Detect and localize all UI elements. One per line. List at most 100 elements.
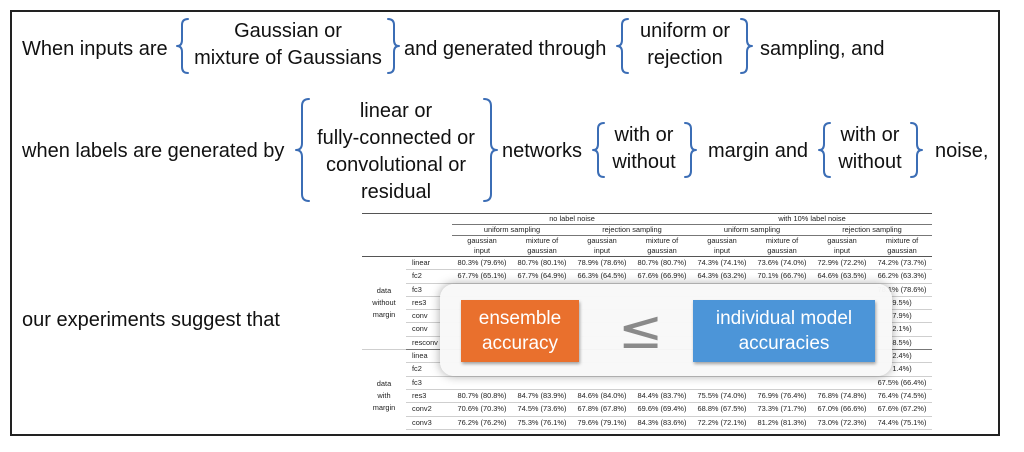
table-cell [572,376,632,390]
table-cell [632,376,692,390]
table-cell: 74.3% (74.1%) [692,256,752,271]
header-input-type-line: gaussian [887,246,917,255]
table-cell: 66.3% (64.5%) [572,269,632,284]
row-model-name: res3 [406,389,452,404]
group-label: data without margin [362,256,406,351]
less-or-equal-symbol: ≤ [618,298,664,361]
row-model-name: fc2 [406,269,452,284]
table-cell: 80.7% (80.7%) [632,256,692,271]
noise-option-with: with or [840,124,900,146]
table-cell: 84.6% (84.0%) [572,389,632,404]
noise-right-brace [910,122,923,178]
group-label-line: margin [372,310,396,320]
table-cell [512,376,572,390]
table-cell: 84.4% (83.7%) [632,389,692,404]
table-cell: 70.1% (66.7%) [752,269,812,284]
margin-options: with or without [604,122,684,176]
table-cell: 79.6% (79.1%) [572,416,632,430]
sampling-right-brace [740,18,753,74]
table-cell: 76.2% (76.2%) [452,416,512,430]
individual-label-line1: individual model [715,308,853,329]
table-cell: 78.9% (78.6%) [572,256,632,271]
line2-networks: networks [502,140,583,162]
table-cell: 67.6% (66.9%) [632,269,692,284]
group-label-line: margin [372,403,396,413]
individual-accuracies-box: individual model accuracies [693,300,875,362]
table-cell: 75.5% (74.0%) [692,389,752,404]
inputs-option-mixture: mixture of Gaussians [194,47,382,69]
table-cell: 75.3% (76.1%) [512,416,572,430]
margin-option-without: without [612,151,676,173]
table-cell: 80.3% (79.6%) [452,256,512,271]
header-no-label-noise: no label noise [452,213,692,225]
inputs-right-brace [387,18,400,74]
table-cell: 73.3% (71.7%) [752,402,812,417]
table-cell: 67.0% (66.6%) [812,402,872,417]
network-option-linear: linear or [359,100,433,122]
line1-mid: and generated through [404,38,607,60]
header-sampling: uniform sampling [452,224,572,236]
table-cell: 85.2% (85.1%) [692,429,752,431]
header-input-type-line: gaussian [767,246,797,255]
table-cell: 80.7% (80.8%) [452,389,512,404]
sampling-option-rejection: rejection [647,47,723,69]
table-cell: 83.5% (84.4%) [752,429,812,431]
table-cell: 84.3% (83.6%) [632,416,692,430]
margin-right-brace [684,122,697,178]
inputs-options: Gaussian or mixture of Gaussians [190,18,386,72]
table-cell: 84.7% (83.9%) [512,389,572,404]
table-cell: 73.0% (72.3%) [812,416,872,430]
table-cell: 74.2% (73.7%) [872,256,932,271]
table-cell: 92.1% (92.3%) [512,429,572,431]
table-cell: 73.6% (74.0%) [752,256,812,271]
header-input-type-line: input [833,246,851,255]
sampling-option-uniform: uniform or [639,20,731,42]
margin-left-brace [592,122,605,178]
table-cell [692,376,752,390]
row-model-name: conv3 [406,416,452,430]
network-option-residual: residual [360,181,432,203]
line2-prefix: when labels are generated by [22,140,285,162]
table-cell: 67.7% (65.1%) [452,269,512,284]
header-input-type-line: mixture of [885,236,919,245]
table-cell: 72.9% (72.2%) [812,256,872,271]
table-cell: 76.9% (76.4%) [752,389,812,404]
header-input-type-line: input [713,246,731,255]
ensemble-label-line2: accuracy [481,333,559,354]
noise-options: with or without [830,122,910,176]
table-cell: 68.8% (67.5%) [692,402,752,417]
ensemble-accuracy-box: ensemble accuracy [461,300,579,362]
ensemble-label-line1: ensemble [478,308,562,329]
table-cell [812,376,872,390]
network-option-convolutional: convolutional or [325,154,467,176]
network-option-fully-connected: fully-connected or [317,127,475,149]
header-sampling: uniform sampling [692,224,812,236]
table-cell: 67.8% (67.8%) [572,402,632,417]
noise-option-without: without [838,151,902,173]
table-cell: 92.1% (91.7%) [452,429,512,431]
line3-text: our experiments suggest that [22,309,280,331]
group-label-line: data [376,378,392,388]
group-label-line: data [376,285,392,295]
header-input-type-line: input [593,246,611,255]
table-cell: 67.7% (64.9%) [512,269,572,284]
table-cell: 64.6% (63.5%) [812,269,872,284]
row-model-name: fc3 [406,376,452,390]
figure-frame [10,10,1000,436]
row-model-name: linear [406,256,452,271]
group-label-line: without [372,297,396,307]
table-cell: 87.3% (86.8%) [812,429,872,431]
noise-left-brace [818,122,831,178]
table-cell: 70.6% (70.3%) [452,402,512,417]
